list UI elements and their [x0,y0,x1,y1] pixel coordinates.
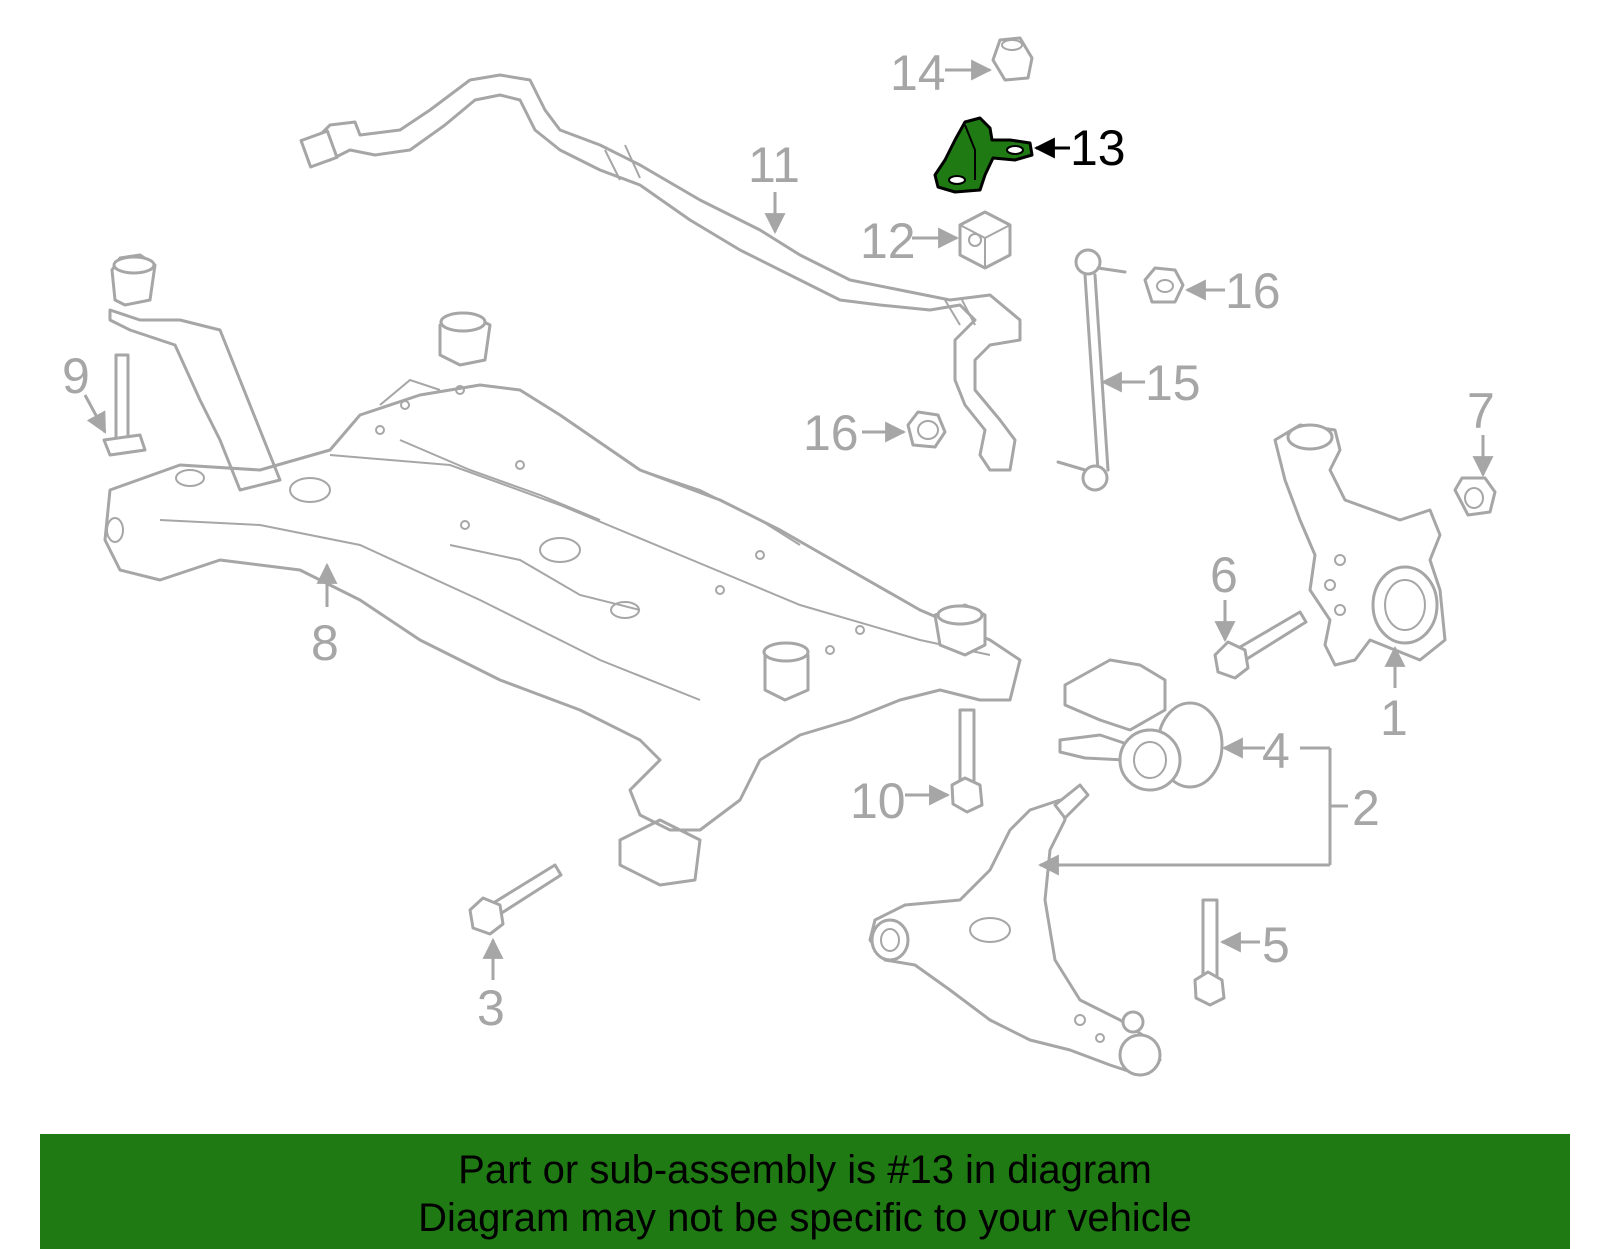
bolt-3 [468,863,563,936]
banner-line-2: Diagram may not be specific to your vehi… [418,1196,1192,1240]
bolt-9 [102,353,147,457]
callout-3: 3 [477,980,505,1036]
callout-2: 2 [1352,780,1380,836]
callout-11: 11 [748,137,800,193]
callout-7: 7 [1467,383,1495,439]
callout-4: 4 [1262,723,1290,779]
callout-5: 5 [1262,917,1290,973]
stabilizer-bar [299,73,1022,472]
nut-16-lower [906,410,947,449]
callout-6: 6 [1210,547,1238,603]
stabilizer-link [1056,248,1127,492]
callout-16-upper: 16 [1225,263,1281,319]
lower-control-arm [868,783,1162,1077]
callout-labels: 1 2 3 4 5 6 7 8 9 10 11 12 13 14 15 16 1… [62,45,1495,1036]
callout-8: 8 [311,615,339,671]
nut-7 [1453,476,1497,517]
bolt-6 [1213,610,1308,680]
nut-16-upper [1143,266,1185,304]
info-banner: Part or sub-assembly is #13 in diagram D… [40,1134,1570,1249]
bushing-bracket-highlighted [933,116,1034,194]
parts-diagram: 1 2 3 4 5 6 7 8 9 10 11 12 13 14 15 16 1… [62,36,1497,1077]
subframe [103,253,1022,887]
callout-1: 1 [1380,690,1408,746]
callout-10: 10 [850,773,906,829]
callout-9: 9 [62,348,90,404]
callout-16-lower: 16 [803,405,859,461]
stabilizer-bushing [958,210,1012,270]
callout-13: 13 [1070,120,1126,176]
nut-14 [991,36,1034,82]
callout-15: 15 [1145,355,1201,411]
banner-line-1: Part or sub-assembly is #13 in diagram [458,1148,1152,1192]
callout-12: 12 [860,213,916,269]
leader-lines [83,59,1494,980]
steering-knuckle [1273,423,1447,667]
bolt-5 [1193,898,1226,1007]
callout-14: 14 [890,45,946,101]
lower-arm-bushing [1058,658,1224,792]
bolt-10 [950,708,984,814]
